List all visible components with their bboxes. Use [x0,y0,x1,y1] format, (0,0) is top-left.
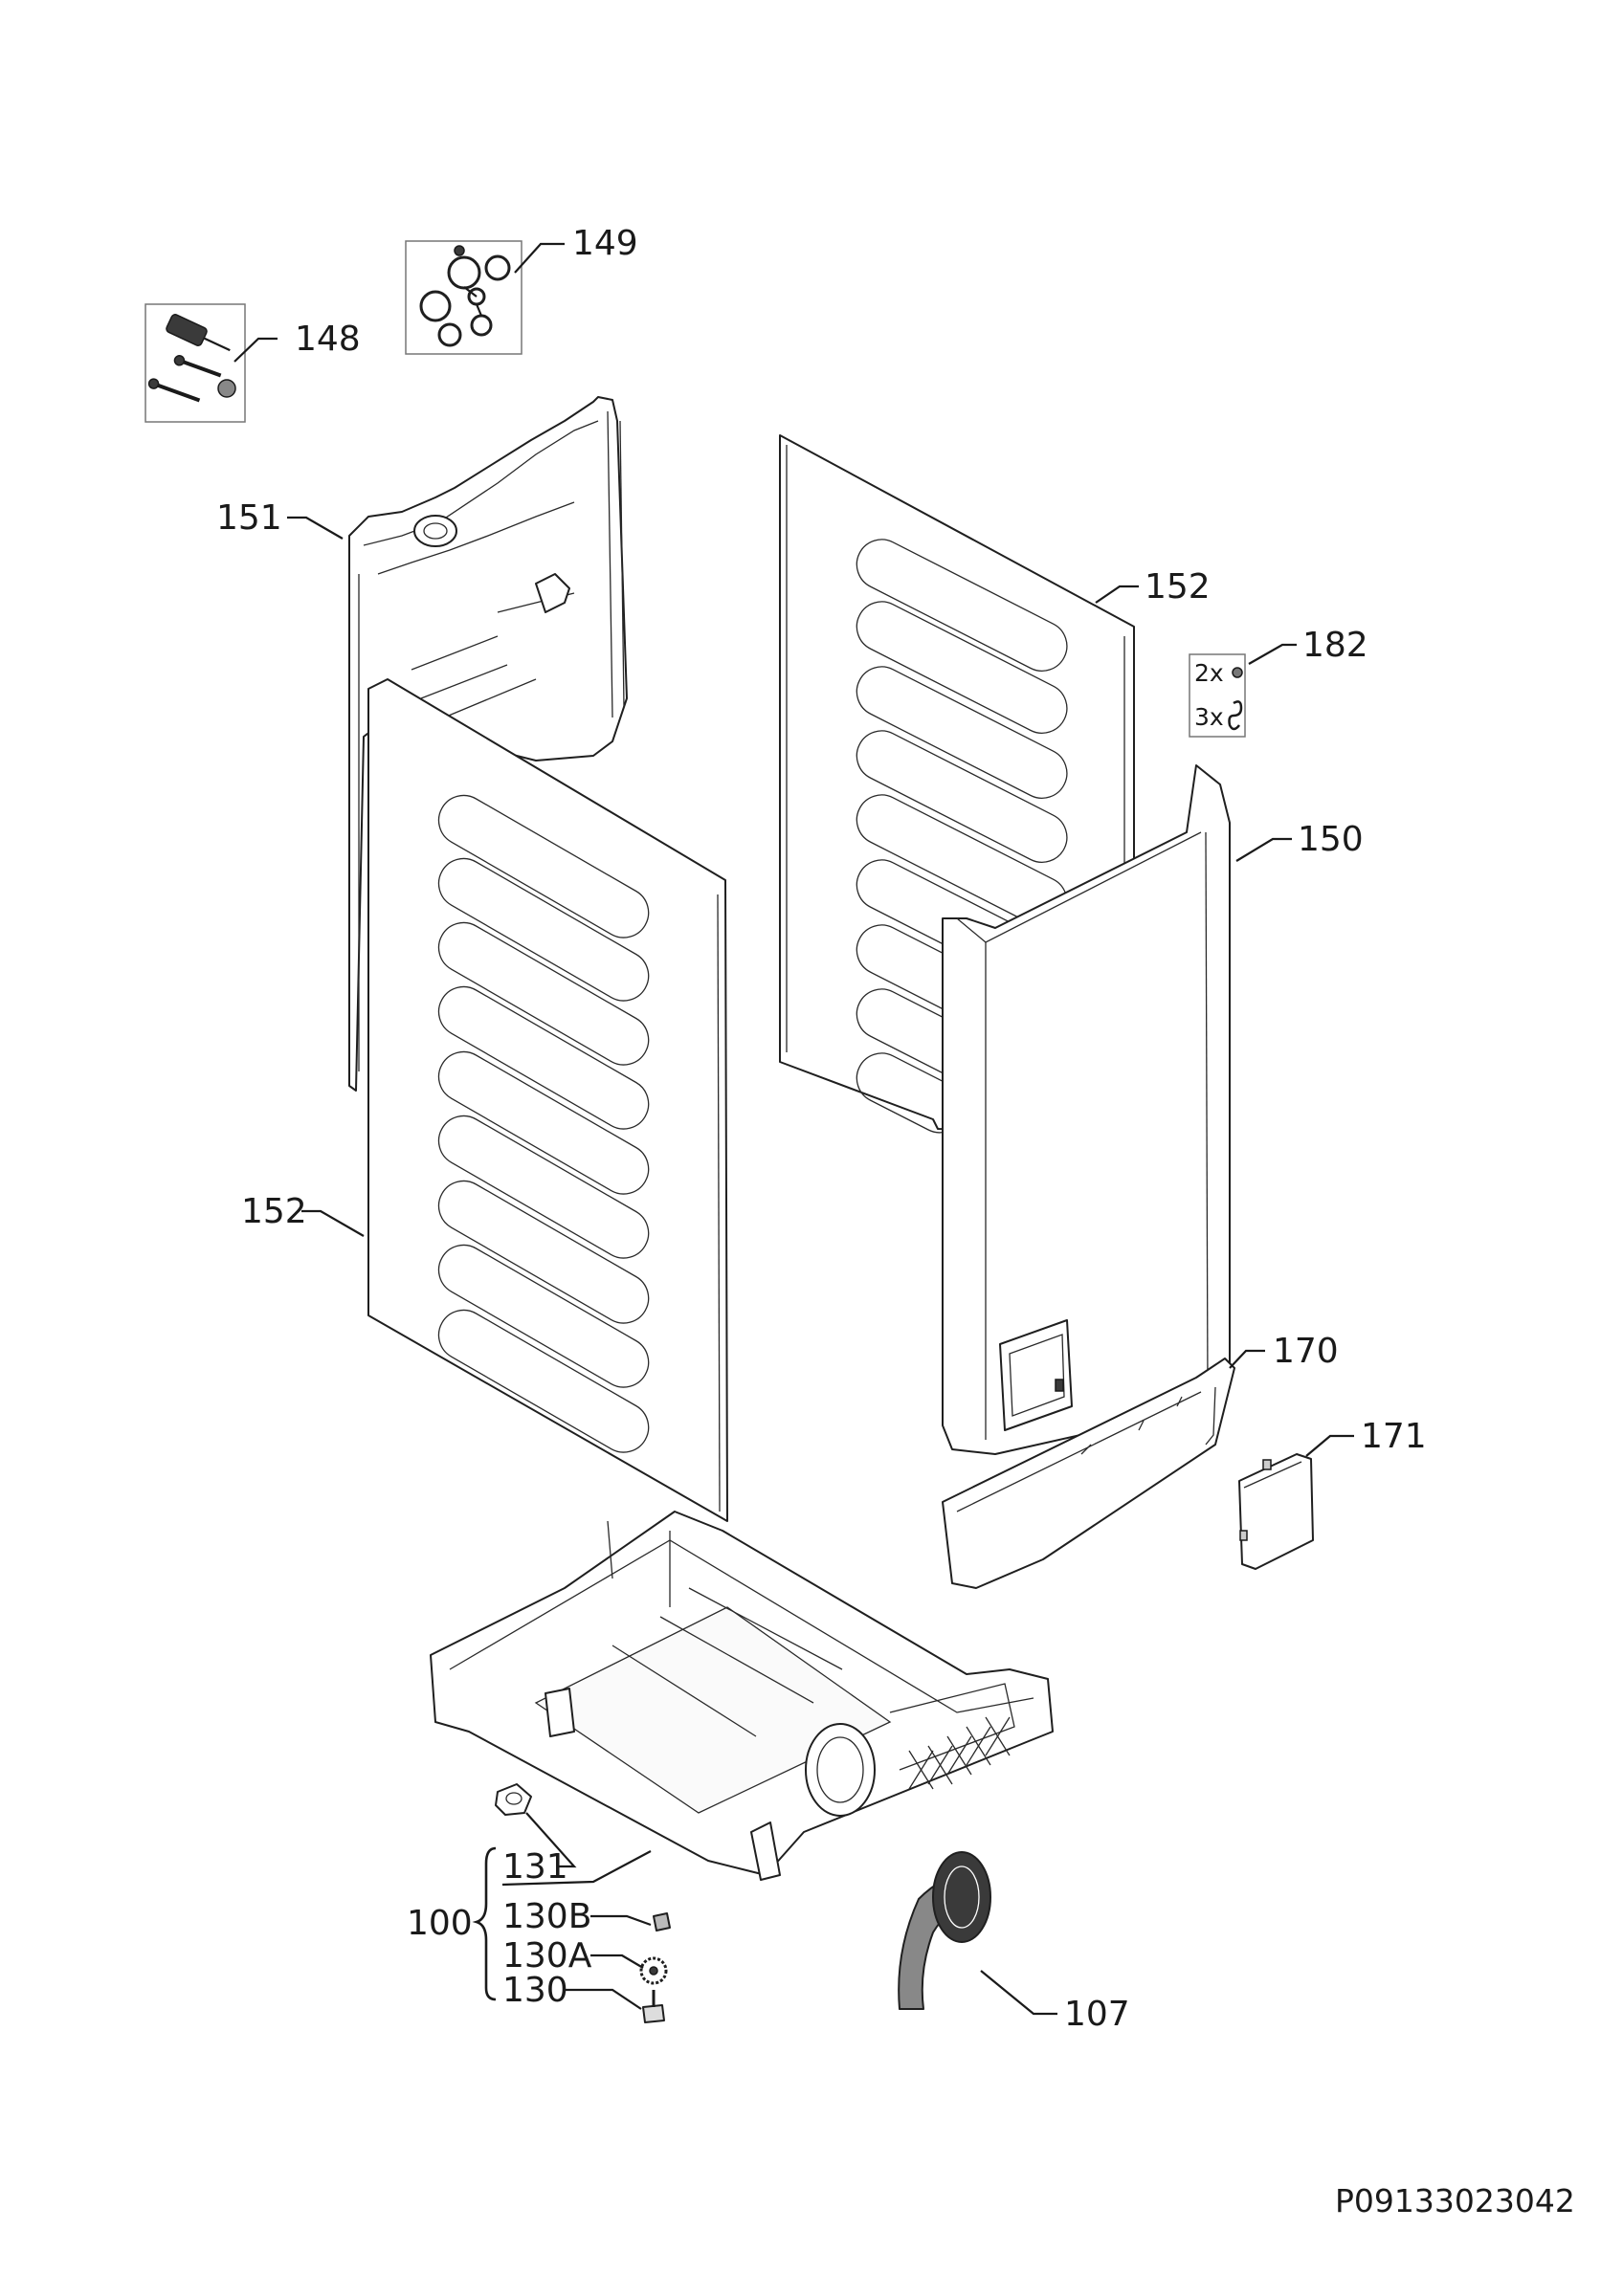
part-148-screw-kit [145,303,246,423]
part-130A-gear [639,1956,668,1985]
document-code: P09133023042 [1335,2182,1575,2219]
callout-107: 107 [1064,1995,1130,2034]
part-130B-cap [653,1912,671,1932]
part-171-cover [1238,1453,1314,1570]
callout-148: 148 [295,320,361,359]
callout-100: 100 [407,1904,473,1943]
part-131-clip [495,1783,532,1816]
part-152-side-panel-left [367,678,728,1522]
part-170-kickplate [942,1358,1235,1589]
part-149-feet-kit [405,240,522,355]
leader-lines [233,242,1354,2016]
part-130-foot [642,1990,665,2023]
callout-152-left: 152 [241,1192,307,1231]
callout-150: 150 [1298,820,1364,859]
callout-130A: 130A [502,1936,592,1976]
callout-labels: 148 149 151 152 182 150 152 170 171 131 … [216,224,1427,2034]
callout-131: 131 [502,1847,568,1887]
callout-182: 182 [1302,626,1368,665]
part-182-kit: 2x 3x [1189,653,1246,738]
callout-130: 130 [502,1971,568,2010]
part-150-front-panel [942,764,1231,1455]
callout-151: 151 [216,498,282,538]
part-107-pump [898,1851,991,2010]
callout-170: 170 [1273,1332,1339,1371]
kit-182-row2-qty: 3x [1194,703,1224,731]
callout-152-top: 152 [1145,567,1211,607]
callout-149: 149 [572,224,638,263]
part-100-base [430,1511,1054,1881]
callout-130B: 130B [502,1897,591,1936]
kit-182-row1-qty: 2x [1194,659,1224,687]
callout-171: 171 [1361,1417,1427,1456]
